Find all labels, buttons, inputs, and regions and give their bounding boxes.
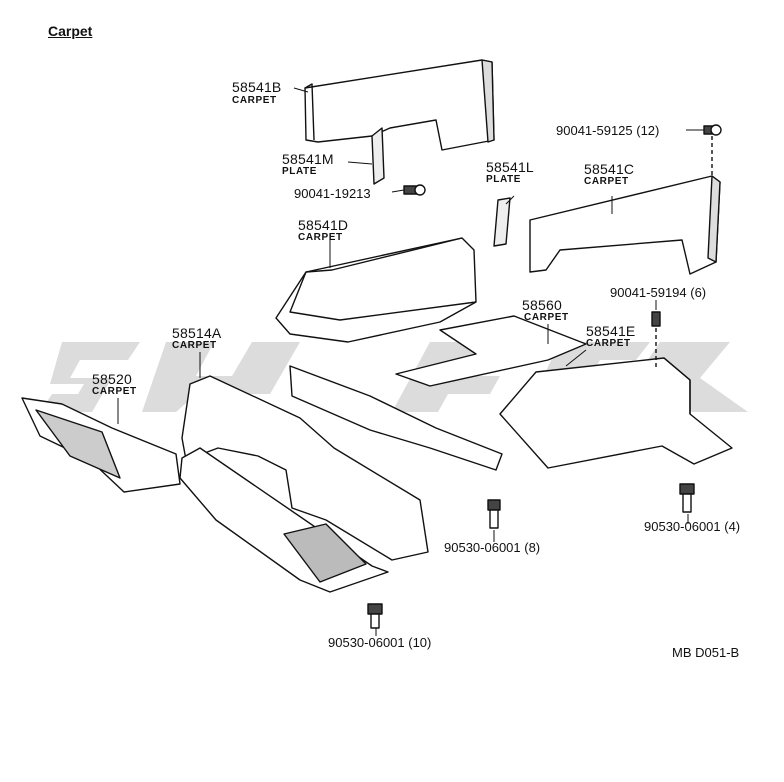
carpet-58560-part xyxy=(395,315,587,387)
diagram-title: Carpet xyxy=(48,23,93,39)
bolt-90530-06001-b xyxy=(679,483,695,513)
screw-90041-19213 xyxy=(403,184,426,196)
carpet-58514A-part xyxy=(179,365,503,593)
part-desc-58541B: CARPET xyxy=(232,95,277,106)
part-desc-58560: CARPET xyxy=(524,312,569,323)
part-number-58541C: 58541C xyxy=(584,161,635,177)
part-number-90530-06001-8: 90530-06001 (8) xyxy=(444,540,541,555)
part-desc-58541D: CARPET xyxy=(298,232,343,243)
part-number-58541E: 58541E xyxy=(586,323,636,339)
part-desc-58541E: CARPET xyxy=(586,338,631,349)
part-number-90530-06001-4: 90530-06001 (4) xyxy=(644,519,741,534)
part-number-58514A: 58514A xyxy=(172,325,222,341)
part-number-58541B: 58541B xyxy=(232,79,282,95)
bolt-90530-06001-c xyxy=(367,603,383,629)
carpet-58541C-part xyxy=(529,175,721,275)
carpet-58541E-part xyxy=(499,357,733,469)
part-desc-58514A: CARPET xyxy=(172,340,217,351)
carpet-58541D-part xyxy=(275,237,477,343)
part-desc-58541M: PLATE xyxy=(282,166,318,177)
part-number-90041-59125: 90041-59125 (12) xyxy=(556,123,660,138)
screw-90041-59125 xyxy=(703,124,722,178)
carpet-58520-part xyxy=(21,397,181,493)
part-number-58520: 58520 xyxy=(92,371,132,387)
part-number-58541M: 58541M xyxy=(282,151,334,167)
part-desc-58541C: CARPET xyxy=(584,176,629,187)
part-number-58541L: 58541L xyxy=(486,159,534,175)
bolt-90530-06001-a xyxy=(487,499,501,529)
part-number-58560: 58560 xyxy=(522,297,562,313)
carpet-58541B-part xyxy=(304,59,495,151)
leader-lines xyxy=(117,87,704,636)
part-number-90530-06001-10: 90530-06001 (10) xyxy=(328,635,432,650)
part-desc-58541L: PLATE xyxy=(486,174,522,185)
diagram-code: MB D051-B xyxy=(672,645,740,660)
plate-58541L-part xyxy=(493,197,511,247)
plate-58541M-part xyxy=(371,127,385,185)
screw-90041-59194 xyxy=(651,311,661,368)
part-number-58541D: 58541D xyxy=(298,217,349,233)
part-desc-58520: CARPET xyxy=(92,386,137,397)
part-number-90041-19213: 90041-19213 xyxy=(294,186,371,201)
part-number-90041-59194: 90041-59194 (6) xyxy=(610,285,707,300)
